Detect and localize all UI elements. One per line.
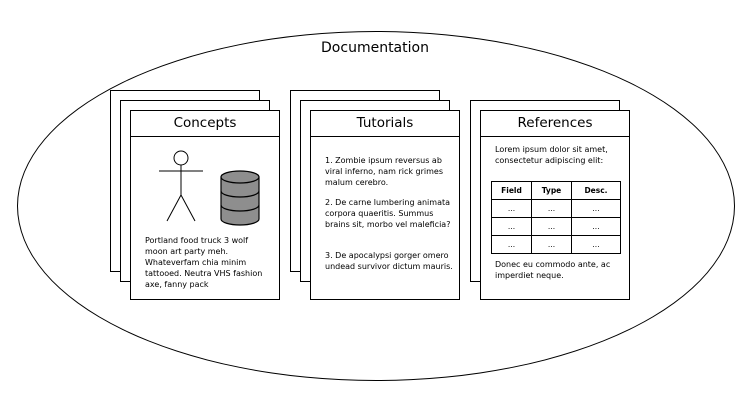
tutorial-step-3: 3. De apocalypsi gorger omero undead sur… — [325, 251, 453, 271]
diagram-title: Documentation — [321, 40, 429, 56]
reference-table: Field Type Desc. ... ... ... ... ... ...… — [491, 181, 621, 254]
table-cell: ... — [491, 235, 532, 254]
documentation-ellipse — [17, 31, 735, 381]
concepts-illustration — [159, 150, 260, 226]
table-cell: ... — [571, 199, 621, 218]
table-row: ... ... ... — [491, 217, 621, 236]
table-cell: ... — [491, 199, 532, 218]
table-cell: ... — [571, 217, 621, 236]
reference-table-header: Field Type Desc. — [491, 181, 621, 200]
table-row: ... ... ... — [491, 235, 621, 254]
table-cell: ... — [531, 217, 572, 236]
concepts-heading: Concepts — [131, 111, 279, 137]
references-heading: References — [481, 111, 629, 137]
tutorials-card: Tutorials 1. Zombie ipsum reversus ab vi… — [310, 110, 460, 300]
tutorial-step-1: 1. Zombie ipsum reversus ab viral infern… — [325, 156, 444, 187]
concepts-text: Portland food truck 3 wolf moon art part… — [145, 236, 263, 289]
references-intro: Lorem ipsum dolor sit amet, consectetur … — [495, 145, 608, 165]
tutorials-heading: Tutorials — [311, 111, 459, 137]
references-card: References Lorem ipsum dolor sit amet, c… — [480, 110, 630, 300]
concepts-card: Concepts Portland food truck 3 wolf moon… — [130, 110, 280, 300]
table-cell: ... — [531, 235, 572, 254]
table-cell: ... — [571, 235, 621, 254]
actor-icon — [159, 150, 203, 222]
reference-table-header-cell: Desc. — [571, 181, 621, 200]
table-cell: ... — [491, 217, 532, 236]
database-icon — [220, 170, 260, 226]
table-cell: ... — [531, 199, 572, 218]
table-row: ... ... ... — [491, 199, 621, 218]
tutorial-step-2: 2. De carne lumbering animata corpora qu… — [325, 198, 451, 229]
reference-table-header-cell: Field — [491, 181, 532, 200]
reference-table-header-cell: Type — [531, 181, 572, 200]
references-outro: Donec eu commodo ante, ac imperdiet nequ… — [495, 260, 611, 280]
